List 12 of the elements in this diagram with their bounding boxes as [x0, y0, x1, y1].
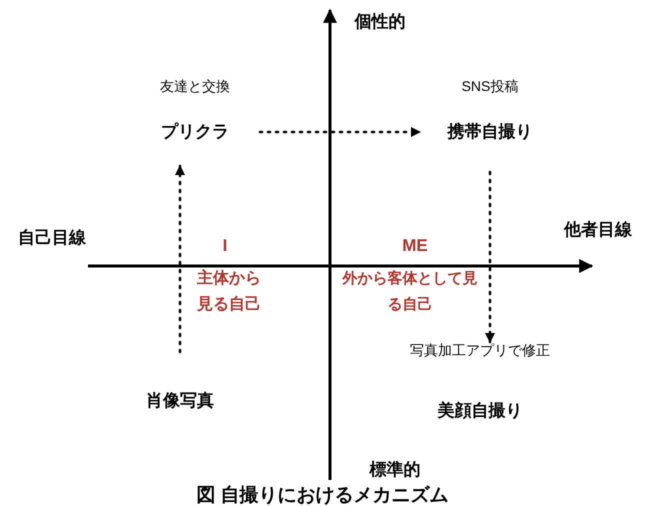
arrow — [175, 164, 185, 354]
quadrant-label: 肖像写真 — [146, 390, 214, 412]
quadrant-label: 携帯自撮り — [448, 121, 532, 143]
note-text: 友達と交換 — [160, 78, 230, 96]
quadrant-label: プリクラ — [161, 121, 229, 143]
annotation-text: 外から客体として見る自己 — [341, 269, 478, 315]
arrow — [485, 170, 495, 344]
quadrant-label: 美顔自撮り — [438, 400, 522, 422]
arrow — [258, 127, 422, 137]
note-text: SNS投稿 — [462, 78, 518, 96]
note-text: 写真加工アプリで修正 — [410, 342, 550, 360]
annotation-text: 主体から見る自己 — [196, 268, 262, 315]
